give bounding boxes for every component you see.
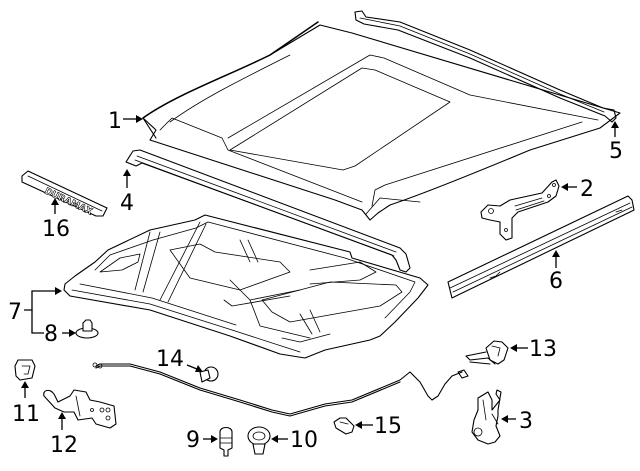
front-seal[interactable] — [125, 149, 411, 273]
callout-label: 2 — [580, 177, 594, 202]
callout-label: 9 — [186, 428, 200, 453]
callout-6: 6 — [549, 250, 563, 294]
retainer[interactable] — [333, 417, 355, 435]
callout-12: 12 — [50, 412, 78, 458]
callout-label: 5 — [609, 139, 623, 164]
bumper-cap[interactable] — [247, 426, 271, 455]
callout-15: 15 — [355, 414, 402, 439]
callout-label: 16 — [42, 217, 70, 242]
callout-label: 15 — [374, 414, 402, 439]
callout-label: 11 — [12, 402, 40, 427]
release-cable — [92, 362, 469, 417]
callout-label: 8 — [44, 322, 58, 347]
callout-label: 12 — [50, 433, 78, 458]
insulator[interactable] — [63, 214, 429, 359]
callout-label: 3 — [519, 409, 533, 434]
callout-10: 10 — [271, 428, 318, 453]
callout-9: 9 — [186, 428, 218, 453]
callout-label: 1 — [108, 109, 122, 134]
callout-5: 5 — [609, 121, 623, 164]
prop-rod[interactable] — [43, 389, 117, 429]
hood-panel[interactable] — [142, 21, 621, 221]
insulator-retainer[interactable] — [75, 319, 99, 339]
callout-13: 13 — [510, 337, 557, 362]
bumper[interactable] — [219, 426, 233, 457]
callout-4: 4 — [120, 169, 134, 216]
emblem-text: DURAMAX — [43, 187, 94, 218]
callout-label: 4 — [120, 191, 134, 216]
emblem: DURAMAX — [21, 170, 108, 218]
callout-8: 8 — [44, 322, 76, 347]
callout-7: 7 — [8, 287, 62, 334]
rear-seal[interactable] — [354, 10, 617, 123]
callout-label: 10 — [290, 428, 318, 453]
callout-label: 6 — [549, 269, 563, 294]
hood-hinge[interactable] — [480, 179, 560, 241]
release-handle[interactable] — [465, 340, 509, 365]
cable-clip[interactable] — [199, 366, 219, 383]
callout-2: 2 — [561, 177, 594, 202]
callout-label: 14 — [156, 347, 184, 372]
hood-latch[interactable] — [471, 389, 502, 445]
callout-11: 11 — [12, 381, 40, 427]
callout-1: 1 — [108, 109, 143, 134]
side-seal[interactable] — [447, 195, 635, 299]
clip[interactable] — [14, 359, 36, 381]
callout-14: 14 — [156, 347, 203, 372]
callout-label: 7 — [8, 300, 22, 325]
callout-label: 13 — [529, 337, 557, 362]
callout-16: 16 — [42, 198, 70, 242]
callout-3: 3 — [501, 409, 533, 434]
